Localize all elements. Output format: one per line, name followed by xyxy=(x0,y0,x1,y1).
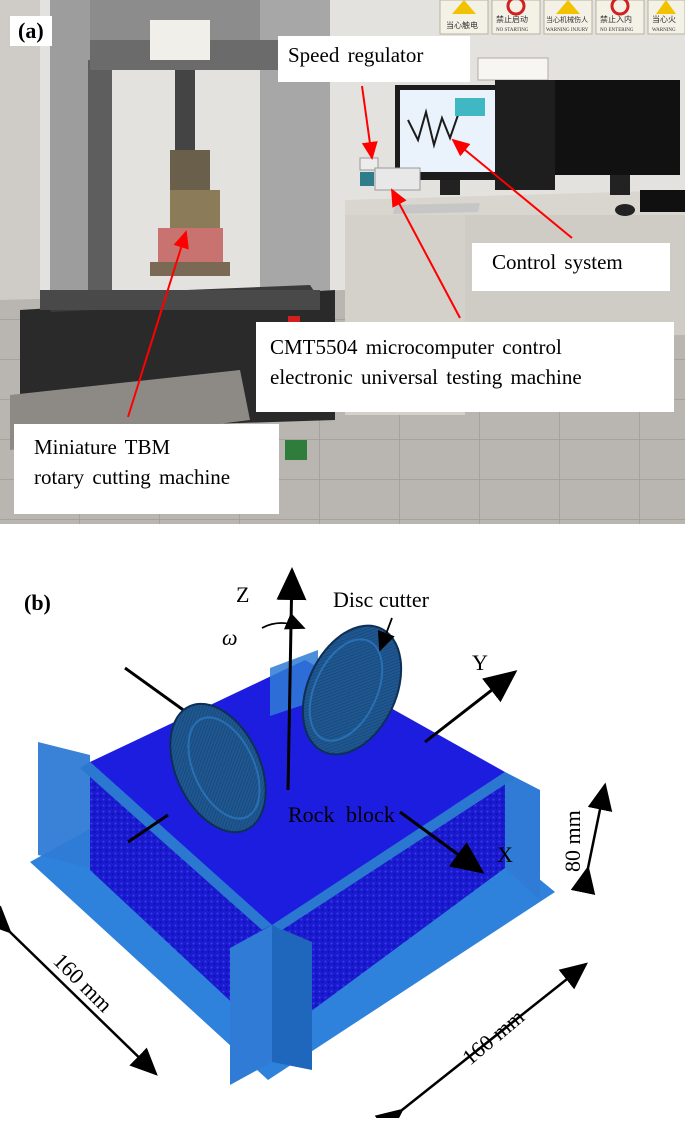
sign-text-1: 当心触电 xyxy=(446,20,478,30)
top-edge-plate-right xyxy=(272,772,515,930)
dimension-arrow-right xyxy=(374,962,588,1123)
sign-text-2-en: NO STARTING xyxy=(496,28,529,33)
tbm-line-1: Miniature TBM xyxy=(34,435,171,459)
arrow-testing-machine xyxy=(391,188,461,319)
disc-cutter-label: Disc cutter xyxy=(333,587,430,612)
x-axis-arrow xyxy=(399,810,485,874)
panel-b-label: (b) xyxy=(24,590,51,615)
sign-text-4-en: NO ENTERING xyxy=(600,28,634,33)
rock-block-right-face xyxy=(272,772,505,1040)
testing-machine-line-1: CMT5504 microcomputer control xyxy=(270,335,562,359)
z-axis-label: Z xyxy=(236,582,249,607)
sign-text-3: 当心机械伤人 xyxy=(546,15,588,24)
tbm-line-2: rotary cutting machine xyxy=(34,465,231,490)
callout-speed-regulator: Speed regulator xyxy=(278,36,470,82)
disc-cutter-pointer xyxy=(377,617,395,652)
wall-socket xyxy=(477,57,549,81)
disc-cutter-left-rim xyxy=(187,716,261,820)
arrow-speed-regulator xyxy=(361,85,378,160)
panel-a-label: (a) xyxy=(10,16,52,46)
z-axis-arrow xyxy=(276,567,307,791)
sign-text-2: 禁止启动 xyxy=(496,14,528,24)
panel-a: 当心触电 禁止启动 NO STARTING 当心机械伤人 WARNING INJ… xyxy=(0,0,685,524)
side-plate-right xyxy=(505,772,540,900)
left-dimension-label: 160 mm xyxy=(48,948,117,1017)
axis-stub-left xyxy=(127,813,169,844)
y-axis-arrow xyxy=(424,670,518,744)
callout-tbm: Miniature TBM rotary cutting machine xyxy=(14,424,279,514)
machine-foot xyxy=(285,440,307,460)
panel-b: (b) Z ω Disc cutter Y Rock block 80 mm X… xyxy=(0,524,685,1123)
sign-text-3-en: WARNING INJURY xyxy=(546,28,589,33)
rotation-arrow xyxy=(261,612,306,630)
top-edge-plate-left xyxy=(80,762,272,930)
height-dimension-label: 80 mm xyxy=(560,810,585,872)
model-diagram: (b) Z ω Disc cutter Y Rock block 80 mm X… xyxy=(0,567,613,1123)
door-frame xyxy=(0,0,40,330)
arrow-control-system xyxy=(451,138,573,239)
y-axis-label: Y xyxy=(472,650,488,675)
dimension-arrow-left xyxy=(0,905,158,1076)
warning-signs xyxy=(439,0,685,35)
callout-testing-machine: CMT5504 microcomputer control electronic… xyxy=(256,322,674,412)
sign-text-5: 当心火 xyxy=(652,14,676,24)
sign-text-5-en: WARNING xyxy=(652,28,676,33)
side-plate-front-2 xyxy=(272,925,312,1070)
right-dimension-label: 160 mm xyxy=(457,1004,529,1070)
testing-machine-line-2: electronic universal testing machine xyxy=(270,365,582,390)
arrow-tbm xyxy=(127,230,189,418)
side-plate-left xyxy=(38,742,90,868)
disc-cutter-right xyxy=(301,624,403,756)
disc-cutter-right-rim xyxy=(308,638,384,742)
rock-block-label: Rock block xyxy=(288,802,395,827)
dimension-arrow-height xyxy=(570,782,613,895)
side-plate-front xyxy=(230,925,272,1085)
rock-block-left-face xyxy=(90,762,272,1040)
annotation-arrows xyxy=(127,85,573,418)
disc-cutter-left xyxy=(169,702,267,834)
omega-label: ω xyxy=(222,625,238,650)
x-axis-label: X xyxy=(497,842,513,867)
sign-text-4: 禁止入内 xyxy=(600,14,632,24)
callout-control-system: Control system xyxy=(472,243,670,291)
